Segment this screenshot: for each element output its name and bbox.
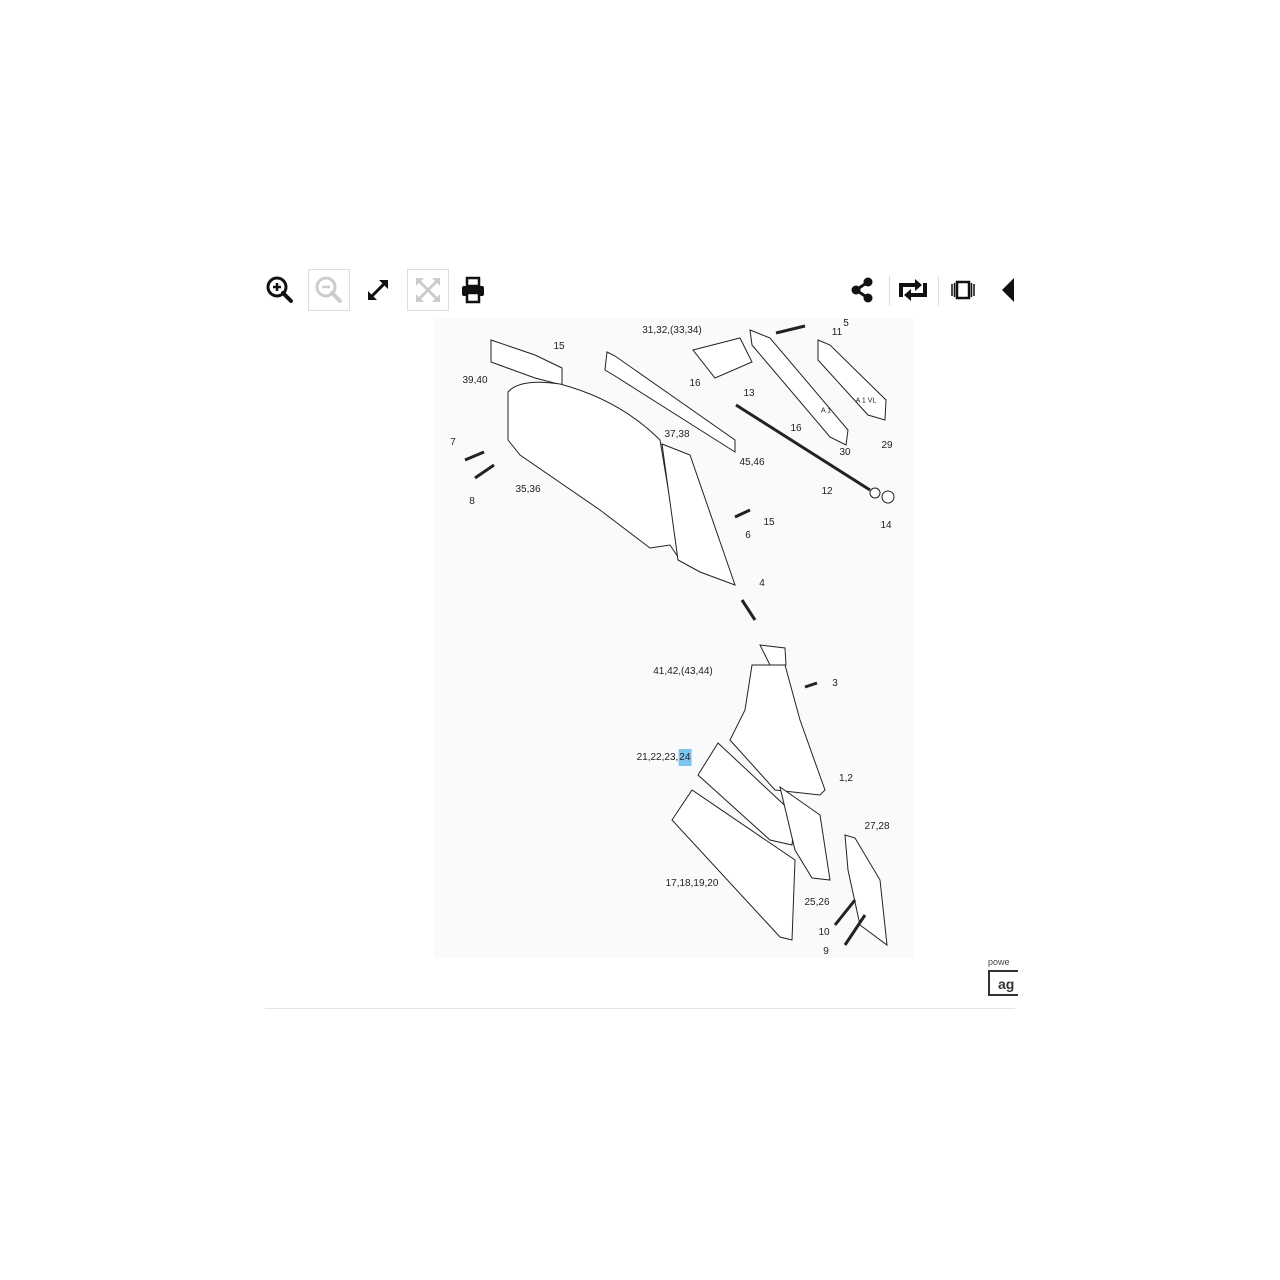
print-icon: [462, 276, 484, 304]
zoom-in-button[interactable]: [259, 269, 301, 311]
zoom-in-icon: [266, 276, 293, 303]
carousel-button[interactable]: [942, 269, 984, 311]
expand-icon: [368, 280, 388, 300]
print-button[interactable]: [452, 269, 494, 311]
part-label[interactable]: 41,42,(43,44): [653, 666, 713, 677]
part-label[interactable]: 29: [881, 440, 893, 451]
fit-button[interactable]: [407, 269, 449, 311]
part-label[interactable]: 7: [450, 437, 456, 448]
part-label[interactable]: 39,40: [462, 375, 488, 386]
part-label[interactable]: 1,2: [839, 773, 853, 784]
part-label-selected[interactable]: 21,22,23,24: [637, 749, 692, 766]
part-label[interactable]: 27,28: [864, 821, 890, 832]
part-label[interactable]: 14: [880, 520, 892, 531]
part-label[interactable]: 17,18,19,20: [665, 878, 719, 889]
powered-by-text: powe: [988, 957, 1010, 967]
part-label[interactable]: 3: [832, 678, 838, 689]
share-icon: [851, 277, 873, 303]
rotate-button[interactable]: [892, 269, 934, 311]
zoom-out-icon: [315, 276, 342, 303]
back-button[interactable]: [996, 269, 1015, 311]
highlighted-part-number[interactable]: 24: [678, 749, 692, 766]
part-label[interactable]: 13: [743, 388, 755, 399]
part-label[interactable]: 15: [553, 341, 565, 352]
fit-icon: [416, 278, 440, 302]
carousel-icon: [951, 280, 975, 300]
zoom-out-button[interactable]: [308, 269, 350, 311]
part-marking: A 1 VL: [855, 397, 877, 405]
part-label[interactable]: 11: [831, 327, 843, 338]
rotate-icon: [899, 279, 927, 301]
part-label[interactable]: 37,38: [664, 429, 690, 440]
part-label[interactable]: 45,46: [739, 457, 765, 468]
part-label[interactable]: 31,32,(33,34): [642, 325, 702, 336]
part-label[interactable]: 16: [689, 378, 701, 389]
part-label[interactable]: 30: [839, 447, 851, 458]
part-label[interactable]: 15: [763, 517, 775, 528]
part-label[interactable]: 6: [745, 530, 751, 541]
parts-diagram: 15 39,40 31,32,(33,34) 16 13 5 11 16 30 …: [434, 318, 914, 958]
share-button[interactable]: [841, 269, 883, 311]
part-label[interactable]: 16: [790, 423, 802, 434]
part-marking: A 1: [820, 407, 832, 415]
part-label[interactable]: 12: [821, 486, 833, 497]
fullscreen-button[interactable]: [357, 269, 399, 311]
plough-parts-drawing: [464, 324, 895, 947]
part-label[interactable]: 10: [818, 927, 830, 938]
part-label[interactable]: 5: [843, 318, 849, 329]
part-label[interactable]: 25,26: [804, 897, 830, 908]
part-label[interactable]: 9: [823, 946, 829, 957]
part-label[interactable]: 35,36: [515, 484, 541, 495]
divider: [265, 1008, 1015, 1009]
brand-logo[interactable]: ag: [988, 970, 1018, 996]
back-icon: [1002, 278, 1014, 302]
part-label[interactable]: 8: [469, 496, 475, 507]
part-label[interactable]: 4: [759, 578, 765, 589]
